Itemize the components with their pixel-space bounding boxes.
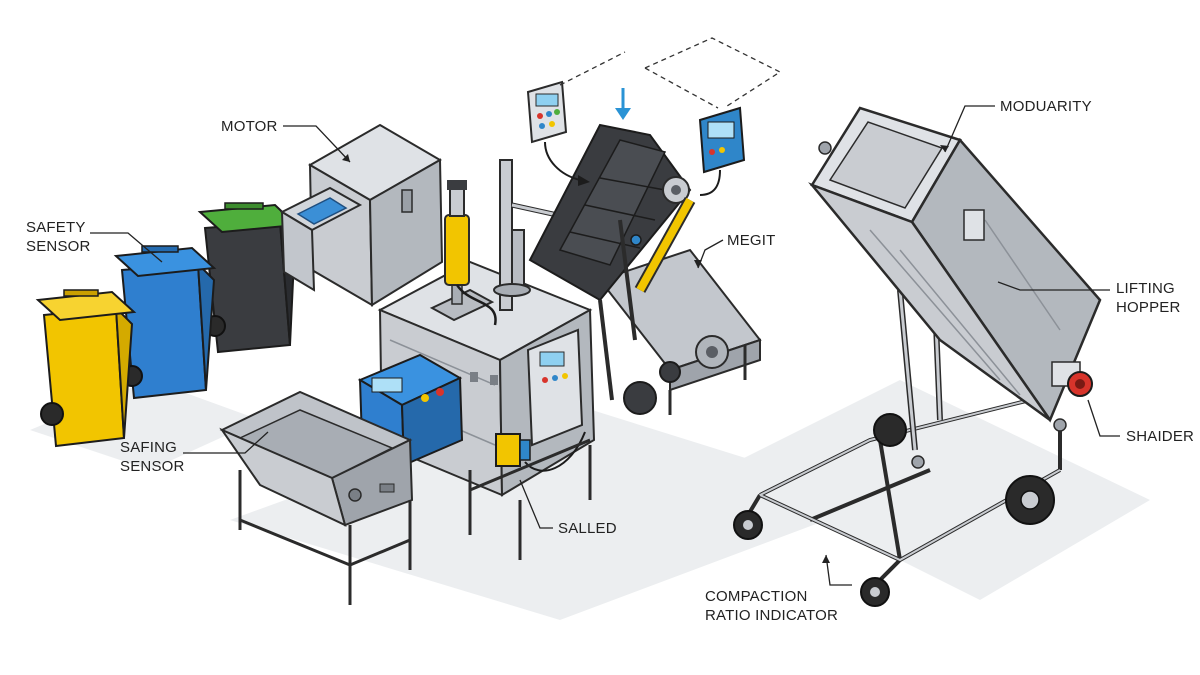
label-motor: MOTOR: [221, 118, 278, 135]
ground-shadows: [30, 380, 1150, 620]
label-compaction-ratio-indicator: COMPACTION RATIO INDICATOR: [705, 588, 839, 624]
tipping-cart: [733, 106, 1102, 607]
label-shaider: SHAIDER: [1126, 428, 1195, 445]
label-safing-sensor: SAFING SENSOR: [120, 439, 185, 475]
red-indicator-icon: [1051, 361, 1093, 397]
electrical-panel: [526, 328, 584, 447]
conveyor-base: [598, 248, 762, 415]
signal-lines: [559, 37, 782, 109]
blue-bin: [113, 245, 217, 400]
storage-box: [279, 123, 444, 307]
base-frame: [468, 438, 592, 560]
vertical-frame: [493, 159, 581, 311]
label-megit: MEGIT: [727, 232, 776, 249]
label-salled: SALLED: [558, 520, 617, 537]
infeed-hopper: [219, 390, 414, 605]
label-lifting-hopper: LIFTING HOPPER: [1116, 280, 1181, 316]
yellow-bin: [35, 289, 137, 448]
inclined-conveyor: [528, 123, 696, 401]
blue-control-box: [698, 106, 746, 196]
label-moduarity: MODUARITY: [1000, 98, 1092, 115]
label-safety-sensor: SAFETY SENSOR: [26, 219, 91, 255]
leader-arrowheads: [342, 145, 949, 563]
hydraulic-cylinder: [444, 180, 497, 326]
down-arrow-icon: [615, 88, 631, 120]
leader-lines: [90, 105, 1120, 586]
remote-control-panel: [526, 80, 590, 186]
